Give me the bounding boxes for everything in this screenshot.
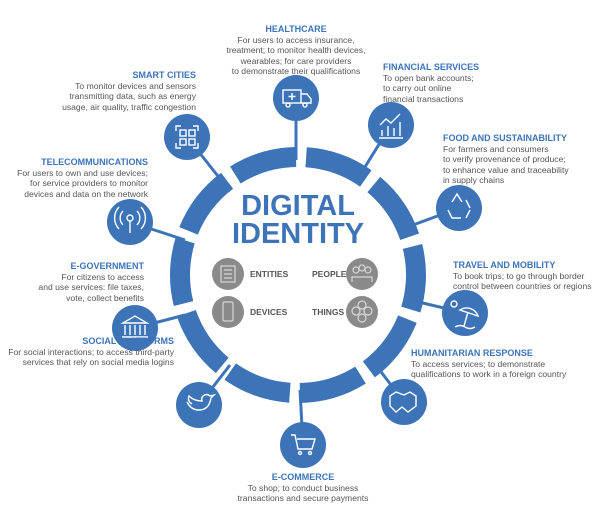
social-circle <box>176 382 222 428</box>
financial-circle <box>368 102 414 148</box>
people-label: PEOPLE <box>312 269 347 279</box>
humanitarian-circle <box>381 379 427 425</box>
social-title: SOCIAL PLATFORMS <box>82 336 174 346</box>
telecom-desc: For users to own and use devices; for se… <box>17 167 148 199</box>
ecommerce-title: E-COMMERCE <box>271 472 335 482</box>
handshake-icon <box>389 391 417 413</box>
social-desc: For social interactions; to access third… <box>8 346 174 368</box>
qr-code-icon <box>175 125 199 149</box>
chart-icon <box>379 113 403 139</box>
title-line-2: IDENTITY <box>231 218 365 250</box>
identity-ring <box>170 147 426 404</box>
ambulance-icon <box>282 89 312 108</box>
travel-title: TRAVEL AND MOBILITY <box>453 260 556 270</box>
devices-circle <box>212 296 244 328</box>
things-circle <box>346 296 378 328</box>
ecommerce-desc: To shop; to conduct business transaction… <box>237 482 369 504</box>
healthcare-desc: For users to access insurance, treatment… <box>226 34 366 77</box>
travel-circle <box>442 290 488 336</box>
phone-icon <box>222 301 234 322</box>
shopping-cart-icon <box>291 434 316 456</box>
financial-desc: To open bank accounts; to carry out onli… <box>383 72 474 104</box>
smart-cities-circle <box>164 114 210 160</box>
egov-desc: For citizens to access and use services:… <box>38 271 144 303</box>
people-icon <box>351 264 373 282</box>
title-line-1: DIGITAL <box>241 190 355 222</box>
food-circle <box>436 185 482 231</box>
healthcare-circle <box>273 75 319 121</box>
flower-icon <box>351 300 373 323</box>
entities-label: ENTITIES <box>250 269 289 279</box>
egov-title: E-GOVERNMENT <box>70 261 144 271</box>
government-building-icon <box>120 315 150 338</box>
food-desc: For farmers and consumers to verify prov… <box>443 143 569 186</box>
travel-desc: To book trips; to go through border cont… <box>453 270 592 292</box>
ecommerce-circle <box>280 422 326 468</box>
smart-cities-desc: To monitor devices and sensors transmitt… <box>62 80 196 112</box>
healthcare-title: HEALTHCARE <box>265 24 327 34</box>
beach-umbrella-icon <box>450 300 480 330</box>
people-circle <box>346 258 378 290</box>
food-title: FOOD AND SUSTAINABILITY <box>443 133 567 143</box>
humanitarian-desc: To access services; to demonstrate quali… <box>411 358 567 380</box>
smart-cities-title: SMART CITIES <box>132 70 196 80</box>
recycle-icon <box>447 192 471 219</box>
bird-icon <box>186 393 217 411</box>
financial-title: FINANCIAL SERVICES <box>383 62 480 72</box>
humanitarian-title: HUMANITARIAN RESPONSE <box>411 348 533 358</box>
telecom-title: TELECOMMUNICATIONS <box>41 157 148 167</box>
building-icon <box>220 265 236 283</box>
antenna-icon <box>113 206 147 233</box>
devices-label: DEVICES <box>250 307 288 317</box>
things-label: THINGS <box>312 307 345 317</box>
